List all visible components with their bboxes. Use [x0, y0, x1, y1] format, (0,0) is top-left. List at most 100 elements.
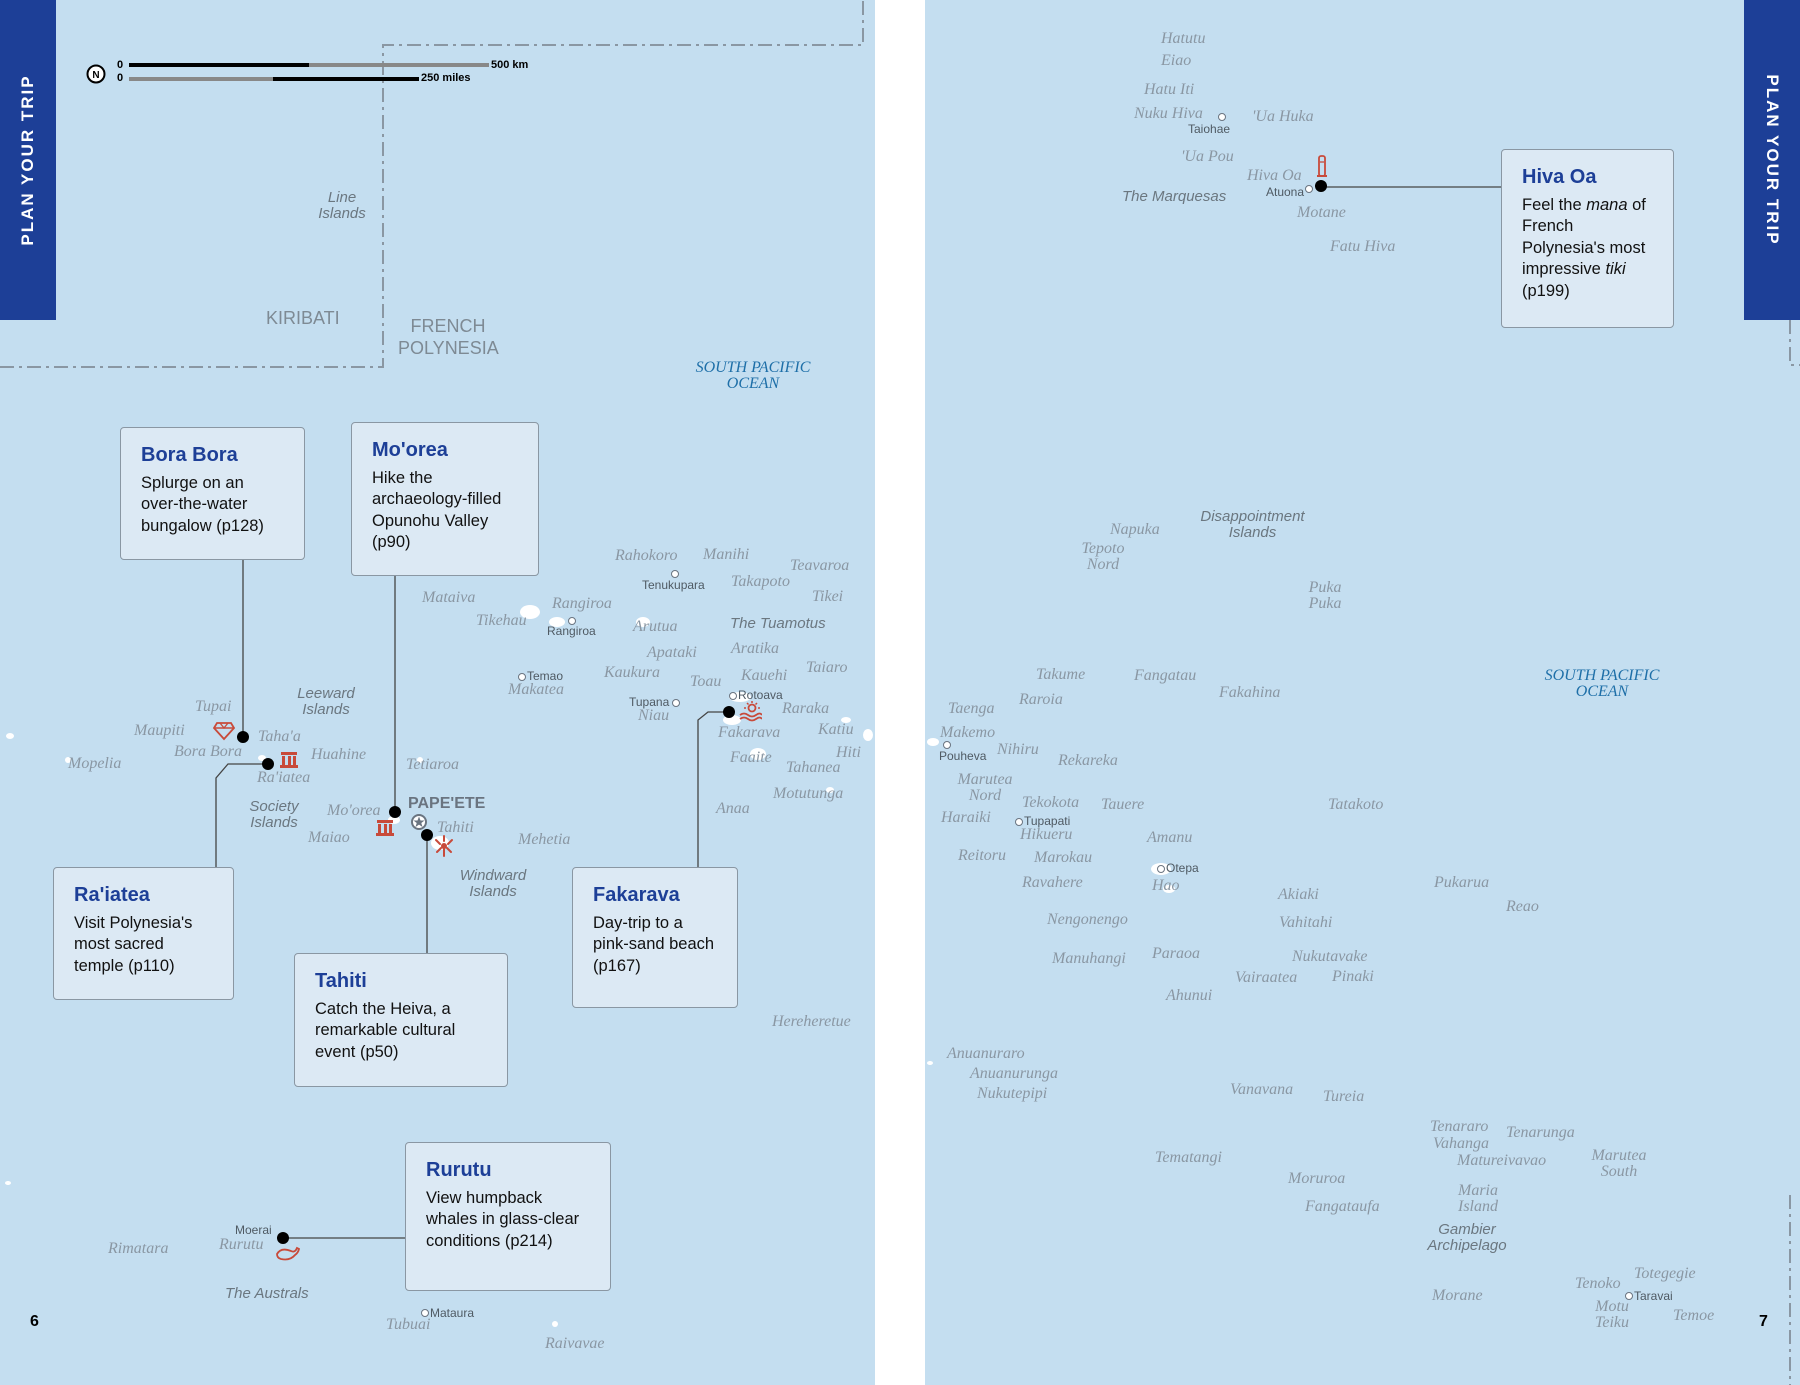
island-hereheretue: Hereheretue — [772, 1013, 851, 1030]
whale-icon — [275, 1245, 301, 1268]
island-fakahina: Fakahina — [1219, 684, 1281, 701]
town-marker — [729, 692, 737, 700]
callout-text: Feel the mana of French Polynesia's most… — [1522, 196, 1646, 300]
south-pacific-ocean-label: SOUTH PACIFIC OCEAN — [695, 359, 811, 392]
island-tubuai: Tubuai — [386, 1316, 431, 1333]
tiki-icon — [1315, 154, 1329, 185]
island-marutea-nord: Marutea Nord — [957, 771, 1013, 804]
island-teavaroa: Teavaroa — [790, 557, 850, 574]
town-temao: Temao — [527, 669, 564, 683]
island-motu-teiku: Motu Teiku — [1594, 1298, 1630, 1331]
highlight-dot-rurutu — [277, 1232, 289, 1244]
callout-hiva-oa: Hiva Oa Feel the mana of French Polynesi… — [1501, 149, 1674, 328]
island-taiaro: Taiaro — [806, 659, 848, 676]
island-faaite: Faaite — [730, 749, 772, 766]
island-fangatau: Fangatau — [1134, 667, 1197, 684]
island-totegegie: Totegegie — [1634, 1265, 1696, 1282]
island-eiao: Eiao — [1161, 52, 1192, 69]
plan-your-trip-tab-right: PLAN YOUR TRIP — [1744, 0, 1800, 320]
town-taiohae: Taiohae — [1188, 122, 1231, 136]
island-manihi: Manihi — [703, 546, 750, 563]
island-vahanga: Vahanga — [1433, 1135, 1489, 1152]
island-tenararo: Tenararo — [1430, 1118, 1489, 1135]
kiribati-label: KIRIBATI — [266, 308, 340, 328]
island-hiva-oa: Hiva Oa — [1247, 167, 1302, 184]
island-taenga: Taenga — [948, 700, 995, 717]
island-raiatea: Ra'iatea — [257, 769, 311, 786]
island-motane: Motane — [1297, 204, 1346, 221]
island-ua-huka: 'Ua Huka — [1252, 108, 1314, 125]
page-number-right: 7 — [1759, 1313, 1768, 1330]
town-marker — [1218, 113, 1226, 121]
island-rekareka: Rekareka — [1058, 752, 1118, 769]
town-pouheva: Pouheva — [939, 749, 987, 763]
town-marker — [943, 741, 951, 749]
island-makemo: Makemo — [940, 724, 996, 741]
leeward-islands-label: Leeward Islands — [297, 685, 355, 718]
island-bora-bora: Bora Bora — [174, 743, 242, 760]
callout-title: Tahiti — [315, 970, 367, 992]
island-tenoko: Tenoko — [1575, 1275, 1621, 1292]
island-nukutavake: Nukutavake — [1292, 948, 1368, 965]
highlight-dot-moorea — [389, 806, 401, 818]
town-tupana: Tupana — [629, 695, 670, 709]
callout-title: Mo'orea — [372, 439, 448, 461]
right-page: PLAN YOUR TRIP Hatutu Eiao Hatu Iti Nuku… — [925, 0, 1800, 1385]
island-mataiva: Mataiva — [422, 589, 476, 606]
island-pukarua: Pukarua — [1434, 874, 1490, 891]
island-vanavana: Vanavana — [1230, 1081, 1294, 1098]
scale-km-zero: 0 — [117, 59, 124, 71]
island-hatutu: Hatutu — [1161, 30, 1206, 47]
island-maupiti: Maupiti — [134, 722, 185, 739]
kiribati-boundary — [0, 0, 864, 368]
island-tikehau: Tikehau — [476, 612, 527, 629]
island-tahiti: Tahiti — [437, 819, 474, 836]
left-page: PLAN YOUR TRIP N 0 0 500 km 250 miles Li… — [0, 0, 875, 1385]
island-amanu: Amanu — [1147, 829, 1193, 846]
island-vairaatea: Vairaatea — [1235, 969, 1298, 986]
beach-sun-icon — [738, 700, 763, 727]
svg-text:N: N — [92, 70, 99, 81]
callout-title: Rurutu — [426, 1159, 492, 1181]
island-matureivavao: Matureivavao — [1457, 1152, 1547, 1169]
island-tekokota: Tekokota — [1022, 794, 1080, 811]
island-apataki: Apataki — [647, 644, 697, 661]
town-marker — [568, 617, 576, 625]
french-polynesia-label: FRENCH POLYNESIA — [398, 316, 499, 358]
island-anuanurunga: Anuanurunga — [970, 1065, 1058, 1082]
island-vahitahi: Vahitahi — [1279, 914, 1333, 931]
island-reao: Reao — [1506, 898, 1539, 915]
callout-text: View humpback whales in glass-clear cond… — [426, 1189, 580, 1250]
callout-title: Bora Bora — [141, 444, 238, 466]
island-tahaa: Taha'a — [258, 728, 301, 745]
island-shapes — [927, 738, 1175, 1065]
town-marker — [421, 1309, 429, 1317]
island-napuka: Napuka — [1110, 521, 1160, 538]
island-tauere: Tauere — [1101, 796, 1145, 813]
north-arrow-icon: N — [86, 64, 106, 89]
callout-text: Day-trip to a pink-sand beach (p167) — [593, 914, 715, 975]
right-map-lines — [927, 186, 1800, 1385]
island-puka-puka: Puka Puka — [1308, 579, 1342, 612]
capital-papeete: PAPE'ETE — [408, 795, 486, 812]
town-rangiroa: Rangiroa — [547, 624, 596, 638]
island-morane: Morane — [1432, 1287, 1483, 1304]
windward-islands-label: Windward Islands — [459, 867, 527, 900]
island-nukutepipi: Nukutepipi — [977, 1085, 1048, 1102]
callout-text: Catch the Heiva, a remarkable cultural e… — [315, 1000, 456, 1061]
diamond-icon — [212, 721, 236, 746]
callout-title: Hiva Oa — [1522, 166, 1597, 188]
island-moruroa: Moruroa — [1288, 1170, 1346, 1187]
island-nuku-hiva: Nuku Hiva — [1134, 105, 1203, 122]
highlight-dot-tahiti — [421, 829, 433, 841]
gambier-archipelago-label: Gambier Archipelago — [1427, 1221, 1507, 1254]
scale-mi-zero: 0 — [117, 72, 124, 84]
callout-raiatea: Ra'iatea Visit Polynesia's most sacred t… — [53, 867, 234, 1000]
callout-rurutu: Rurutu View humpback whales in glass-cle… — [405, 1142, 611, 1291]
island-katiu: Katiu — [818, 721, 854, 738]
boundary-right-top — [1789, 320, 1800, 366]
page-number-left: 6 — [30, 1313, 39, 1330]
temple-icon — [374, 816, 396, 843]
island-moorea: Mo'orea — [327, 802, 381, 819]
island-takapoto: Takapoto — [731, 573, 790, 590]
